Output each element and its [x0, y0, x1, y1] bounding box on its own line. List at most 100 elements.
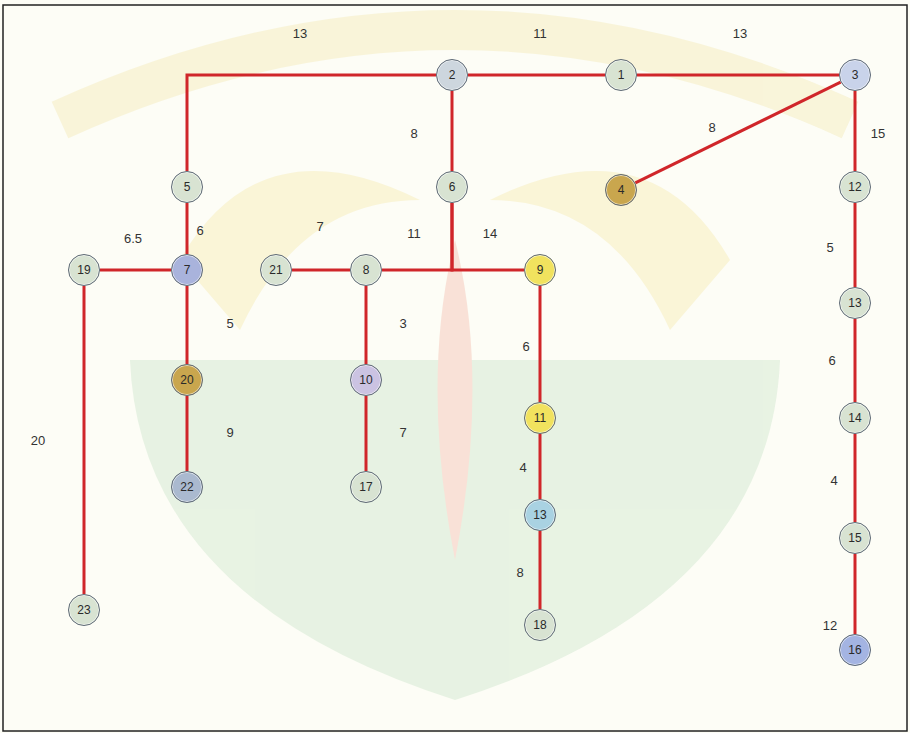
pipe-length-label: 15: [869, 126, 887, 141]
node-number: 6: [449, 181, 456, 193]
node-number: 15: [848, 532, 861, 544]
pipe-line: [187, 75, 436, 171]
pipe-line: [637, 74, 839, 77]
pipe-line: [365, 286, 368, 364]
watermark-leaf: [438, 240, 473, 560]
pipe-length-label: 8: [706, 120, 717, 135]
node-number: 21: [269, 264, 282, 276]
pipe-node-circle: 15: [839, 522, 871, 554]
pipe-node-circle: 13: [524, 499, 556, 531]
pipe-line: [539, 434, 542, 499]
pipe-length-label: 7: [397, 425, 408, 440]
pipe-length-label: 13: [731, 26, 749, 41]
pipe-line: [635, 82, 840, 183]
pipe-length-label: 3: [397, 316, 408, 331]
pipe-node-circle: 21: [260, 254, 292, 286]
node-number: 4: [618, 184, 625, 196]
pipe-length-label: 20: [29, 433, 47, 448]
pipe-node-circle: 8: [350, 254, 382, 286]
pipe-length-label: 7: [314, 219, 325, 234]
pipe-length-label: 5: [224, 316, 235, 331]
node-number: 10: [359, 374, 372, 386]
watermark-arc: [60, 30, 850, 120]
pipe-line: [451, 91, 454, 171]
pipe-length-label: 6.5: [122, 231, 144, 246]
pipe-line: [186, 396, 189, 471]
pipe-node-circle: 18: [524, 609, 556, 641]
pipe-length-label: 13: [291, 26, 309, 41]
node-number: 13: [533, 509, 546, 521]
node-number: 8: [363, 264, 370, 276]
frame-border: [3, 5, 907, 731]
node-number: 12: [848, 181, 861, 193]
pipe-node-circle: 16: [839, 634, 871, 666]
pipe-node-circle: 13: [839, 287, 871, 319]
pipe-line: [186, 203, 189, 254]
pipe-node-circle: 10: [350, 364, 382, 396]
pipe-node-circle: 7: [171, 254, 203, 286]
node-number: 13: [848, 297, 861, 309]
pipe-line: [452, 203, 524, 270]
pipe-length-label: 6: [520, 339, 531, 354]
pipe-length-label: 8: [408, 126, 419, 141]
pipe-node-circle: 12: [839, 171, 871, 203]
pipe-line: [382, 203, 452, 270]
node-number: 2: [449, 69, 456, 81]
pipe-node-circle: 17: [350, 471, 382, 503]
watermark-emblem: [60, 30, 850, 700]
pipe-node-circle: 11: [524, 402, 556, 434]
pipe-length-label: 6: [194, 223, 205, 238]
pipe-node-circle: 3: [839, 59, 871, 91]
pipe-node-circle: 4: [605, 174, 637, 206]
node-number: 19: [77, 264, 90, 276]
pipe-length-label: 9: [224, 425, 235, 440]
node-number: 9: [537, 264, 544, 276]
pipe-node-circle: 20: [171, 364, 203, 396]
node-number: 14: [848, 412, 861, 424]
pipe-node-circle: 1: [605, 59, 637, 91]
node-number: 7: [184, 264, 191, 276]
pipe-node-circle: 14: [839, 402, 871, 434]
pipe-node-circle: 9: [524, 254, 556, 286]
pipe-length-label: 14: [481, 226, 499, 241]
pipe-length-label: 12: [821, 618, 839, 633]
pipe-line: [100, 269, 171, 272]
node-number: 22: [180, 481, 193, 493]
pipe-length-label: 4: [828, 473, 839, 488]
pipe-line: [854, 319, 857, 402]
pipe-length-label: 5: [824, 240, 835, 255]
node-number: 16: [848, 644, 861, 656]
pipe-line: [854, 203, 857, 287]
node-number: 17: [359, 481, 372, 493]
pipe-length-label: 11: [405, 226, 423, 241]
pipe-length-label: 4: [517, 460, 528, 475]
pipe-node-circle: 6: [436, 171, 468, 203]
node-number: 23: [77, 604, 90, 616]
pipe-line: [83, 286, 86, 594]
pipe-node-circle: 22: [171, 471, 203, 503]
pipe-length-label: 11: [531, 26, 549, 41]
pipe-line: [468, 74, 605, 77]
node-number: 18: [533, 619, 546, 631]
pipe-node-circle: 19: [68, 254, 100, 286]
pipe-node-circle: 2: [436, 59, 468, 91]
pipe-line: [292, 269, 350, 272]
node-number: 20: [180, 374, 193, 386]
pipe-node-circle: 5: [171, 171, 203, 203]
pipe-line: [854, 91, 857, 171]
pipe-line: [186, 286, 189, 364]
pipe-line: [854, 434, 857, 522]
pipe-line: [365, 396, 368, 471]
node-number: 3: [852, 69, 859, 81]
node-number: 5: [184, 181, 191, 193]
pipe-length-label: 6: [826, 353, 837, 368]
node-number: 1: [618, 69, 625, 81]
pipe-line: [539, 286, 542, 402]
pipe-node-circle: 23: [68, 594, 100, 626]
node-number: 11: [534, 412, 546, 424]
watermark-swirl: [490, 171, 730, 330]
pipe-line: [539, 531, 542, 609]
